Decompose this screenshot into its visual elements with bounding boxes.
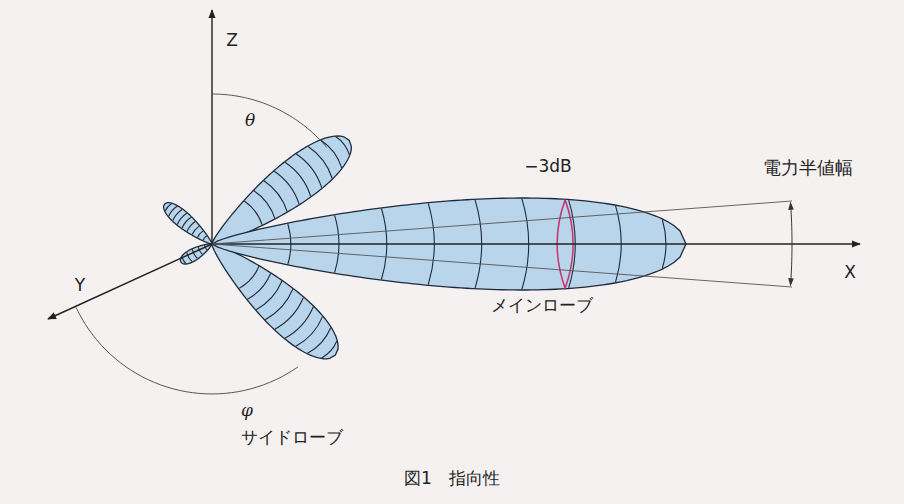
lobe-contour (239, 266, 261, 290)
lobe-contour (192, 226, 200, 235)
lobe-contour (336, 135, 351, 154)
lobe-contour (172, 209, 182, 221)
lobe-contour (176, 212, 186, 224)
beamwidth-label: 電力半値幅 (763, 158, 853, 178)
x-axis (212, 243, 860, 244)
angle-label: φ (241, 401, 253, 420)
z-axis (211, 10, 212, 244)
lobe-contour (274, 169, 302, 204)
beamwidth-arrow (791, 203, 792, 286)
back-lobe (159, 198, 217, 250)
theta-arc (212, 94, 327, 148)
level-label: −3dB (524, 157, 572, 176)
lobe-contour (285, 307, 316, 341)
phi-arc (76, 307, 298, 394)
lobe-contour (197, 230, 203, 237)
lobe-label: サイドローブ (241, 428, 343, 447)
lobe-contour (256, 281, 284, 312)
back-lobe (178, 239, 215, 267)
lobe-contour (308, 328, 333, 356)
lobe-outline (159, 198, 217, 250)
lobe-contour (321, 139, 344, 168)
axis-label: X (844, 263, 856, 282)
lobe-contour (275, 298, 306, 332)
lobe-label: メインローブ (491, 296, 593, 315)
figure-caption: 図1 指向性 (404, 469, 500, 488)
axis-label: Z (226, 31, 238, 50)
lobe-contour (203, 236, 207, 241)
lobe-contour (322, 341, 339, 359)
lobe-contour (186, 221, 195, 231)
y-axis (48, 244, 212, 319)
lobe-contour (181, 217, 191, 229)
lobe-contour (254, 189, 277, 219)
lobe-outline (178, 239, 215, 267)
half-power-line (212, 201, 792, 244)
half-power-line (212, 244, 792, 287)
lobe-contour (247, 273, 272, 301)
lobe-contour (168, 206, 177, 217)
lobe-contour (165, 203, 172, 211)
angle-label: θ (245, 111, 255, 130)
lobe-contour (244, 200, 264, 225)
lobe-contour (264, 179, 290, 212)
axis-label: Y (75, 276, 85, 295)
